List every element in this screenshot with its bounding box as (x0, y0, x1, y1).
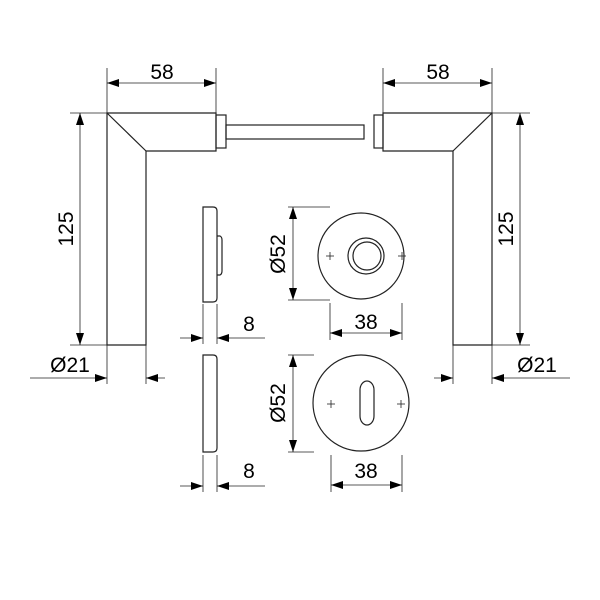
left-length-dimension: 58 (106, 61, 217, 113)
dim-label: Ø21 (50, 354, 90, 377)
dim-label: Ø52 (267, 383, 290, 423)
right-handle (373, 112, 493, 346)
dim-label: Ø52 (267, 234, 290, 274)
left-diameter-dimension: Ø21 (30, 345, 165, 384)
dim-label: 38 (354, 460, 377, 483)
dim-label: 125 (495, 211, 518, 246)
escutcheon-front-view (312, 354, 410, 452)
rose-front-view (317, 212, 406, 300)
escutcheon-side-view (202, 354, 218, 453)
rose-width-dimension: 38 (329, 303, 403, 340)
right-height-dimension: 125 (492, 112, 530, 346)
dim-label: 8 (243, 313, 255, 336)
dim-label: 58 (150, 61, 173, 84)
screw-hole-icon (327, 400, 335, 408)
dim-label: 38 (354, 311, 377, 334)
dim-label: 58 (426, 61, 449, 84)
left-handle (106, 112, 365, 346)
rose-thickness-dimension: 8 (180, 304, 265, 344)
screw-hole-icon (326, 252, 334, 260)
dim-label: Ø21 (517, 354, 557, 377)
escutcheon-thickness-dimension: 8 (180, 455, 265, 492)
screw-hole-icon (397, 400, 405, 408)
keyhole-slot (359, 380, 375, 426)
left-height-dimension: 125 (55, 112, 107, 346)
dim-label: 8 (243, 460, 255, 483)
dim-label: 125 (55, 211, 78, 246)
screw-hole-icon (398, 252, 406, 260)
rose-side-view (202, 206, 223, 303)
escutcheon-diameter-dimension: Ø52 (267, 354, 314, 453)
rose-diameter-dimension: Ø52 (267, 206, 330, 301)
right-length-dimension: 58 (382, 61, 493, 113)
right-diameter-dimension: Ø21 (434, 345, 570, 384)
escutcheon-width-dimension: 38 (330, 455, 403, 492)
